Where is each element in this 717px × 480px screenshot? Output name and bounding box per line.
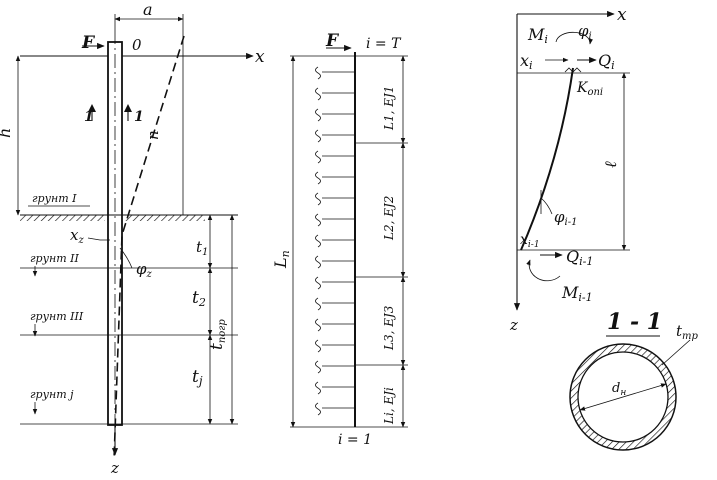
- disp-xz: xz: [70, 226, 84, 246]
- dim-tpogr: tпогр: [207, 319, 228, 350]
- stiffness: Kопi: [576, 80, 603, 98]
- spring-coil: [315, 87, 321, 101]
- rot-bottom-arc: [540, 197, 553, 215]
- elem-length: ℓ: [601, 161, 620, 168]
- soil-label-4: грунт j: [30, 388, 74, 401]
- spring-supports: [315, 66, 354, 416]
- moment-bottom: Mi-1: [561, 283, 593, 304]
- segment-label-1: L1, EJ1: [382, 86, 396, 131]
- rot-top: φi: [578, 22, 592, 42]
- top-index-label: i = T: [366, 36, 402, 52]
- soil-label-1: грунт I: [32, 192, 77, 205]
- moment-top-arc: [555, 31, 593, 45]
- dim-t1: t1: [196, 238, 208, 258]
- force-label: F: [81, 33, 96, 53]
- segment-force-label: F: [325, 31, 340, 51]
- spring-coil: [315, 276, 321, 290]
- dim-tj: tj: [192, 367, 203, 388]
- spring-coil: [315, 360, 321, 374]
- segment-label-2: L2, EJ2: [382, 196, 396, 241]
- pile-diagram: x F 0 a h n 1 1 грунт I грунт II: [0, 0, 265, 477]
- dim-t2: t2: [192, 288, 206, 309]
- bottom-index-label: i = 1: [338, 432, 372, 448]
- dim-a-label: a: [143, 0, 153, 19]
- origin-label: 0: [132, 36, 142, 54]
- spring-coil: [315, 318, 321, 332]
- spring-coil: [315, 192, 321, 206]
- segment-label-4: Li, EJi: [382, 387, 396, 425]
- dim-n-label: n: [144, 130, 162, 140]
- section-mark-right: 1: [134, 109, 144, 125]
- spring-coil: [315, 381, 321, 395]
- section-title: 1 - 1: [607, 309, 662, 335]
- elem-x-axis-label: x: [617, 5, 627, 25]
- rot-phiz-arc: [119, 247, 133, 269]
- x-axis-label: x: [255, 47, 265, 67]
- disp-xz-leader: [87, 237, 110, 241]
- z-axis-label: z: [110, 459, 119, 477]
- stiffness-spring: [564, 67, 582, 73]
- thickness-leader: [661, 339, 691, 366]
- x-bottom: xi-1: [520, 232, 540, 250]
- spring-coil: [315, 234, 321, 248]
- spring-coil: [315, 255, 321, 269]
- rot-phiz: φz: [136, 260, 153, 280]
- spring-coil: [315, 171, 321, 185]
- moment-bottom-arc: [526, 259, 561, 282]
- moment-top: Mi: [527, 25, 548, 46]
- pipe-cross-section: 1 - 1 dн tmp: [569, 309, 699, 451]
- spring-coil: [315, 402, 321, 416]
- dim-h-label: h: [0, 128, 14, 138]
- spring-coil: [315, 108, 321, 122]
- section-mark-left-arrow: [88, 104, 96, 112]
- spring-coil: [315, 297, 321, 311]
- segment-diagram: F i = T i = 1 Ln L1, EJ1 L2, EJ2 L3, EJ3…: [271, 31, 408, 448]
- ground-hatch-left: [20, 215, 105, 221]
- element-diagram: x z ℓ Mi φi xi Qi Kопi φi-1 xi-1 Qi-1 Mi…: [509, 5, 630, 334]
- wall-thickness: tmp: [676, 322, 699, 342]
- spring-coil: [315, 339, 321, 353]
- soil-label-3: грунт III: [30, 310, 84, 323]
- spring-coil: [315, 150, 321, 164]
- spring-coil: [315, 213, 321, 227]
- diameter-line: [579, 383, 667, 411]
- elem-z-axis-label: z: [509, 316, 518, 334]
- spring-coil: [315, 129, 321, 143]
- soil-label-2: грунт II: [30, 252, 79, 265]
- section-mark-left: 1: [84, 109, 94, 125]
- dim-ln: Ln: [271, 250, 292, 269]
- x-top: xi: [520, 51, 533, 72]
- segment-label-3: L3, EJ3: [382, 305, 396, 351]
- deflected-axis: [113, 35, 185, 461]
- deflected-element: [520, 67, 574, 251]
- shear-bottom: Qi-1: [566, 247, 593, 268]
- ground-hatch-right: [125, 215, 205, 221]
- rot-bottom: φi-1: [554, 208, 577, 228]
- shear-top: Qi: [598, 51, 615, 72]
- spring-coil: [315, 66, 321, 80]
- section-mark-right-arrow: [124, 104, 132, 112]
- diameter: dн: [612, 381, 626, 398]
